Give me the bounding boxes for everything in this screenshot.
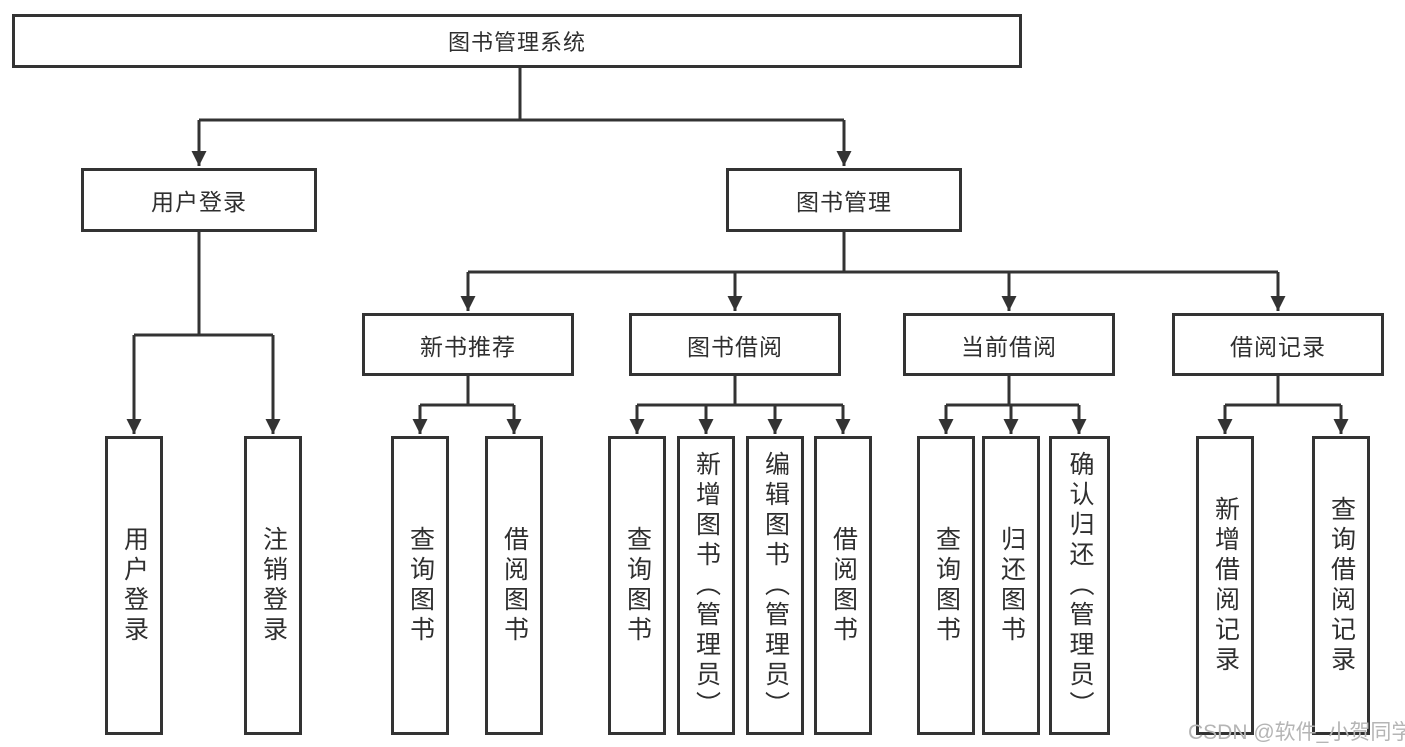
node-library-system: 图书管理系统 <box>12 14 1022 68</box>
node-book-management: 图书管理 <box>726 168 962 232</box>
leaf-user-login: 用户登录 <box>105 436 163 735</box>
leaf-label: 确认归还（管理员） <box>1066 450 1094 721</box>
leaf-label: 归还图书 <box>997 525 1026 646</box>
leaf-return-books: 归还图书 <box>982 436 1040 735</box>
leaf-query-books-current: 查询图书 <box>917 436 975 735</box>
leaf-label: 查询借阅记录 <box>1327 495 1356 676</box>
leaf-query-books-borrowing: 查询图书 <box>608 436 666 735</box>
leaf-label: 查询图书 <box>406 525 435 646</box>
leaf-edit-books-admin: 编辑图书（管理员） <box>746 436 804 735</box>
node-user-login: 用户登录 <box>81 168 317 232</box>
leaf-borrow-books: 借阅图书 <box>814 436 872 735</box>
node-current-borrowing: 当前借阅 <box>903 313 1115 376</box>
leaf-confirm-return-admin: 确认归还（管理员） <box>1049 436 1110 735</box>
leaf-label: 新增图书（管理员） <box>692 450 721 721</box>
leaf-label: 编辑图书（管理员） <box>761 450 790 721</box>
leaf-label: 注销登录 <box>259 525 288 646</box>
leaf-label: 查询图书 <box>623 525 652 646</box>
node-new-book-recommend: 新书推荐 <box>362 313 574 376</box>
leaf-query-books-recommend: 查询图书 <box>391 436 449 735</box>
leaf-label: 借阅图书 <box>500 525 529 646</box>
leaf-label: 借阅图书 <box>829 525 858 646</box>
leaf-label: 查询图书 <box>932 525 961 646</box>
leaf-label: 新增借阅记录 <box>1211 495 1240 676</box>
node-borrowing-records: 借阅记录 <box>1172 313 1384 376</box>
leaf-label: 用户登录 <box>120 525 149 646</box>
leaf-logout: 注销登录 <box>244 436 302 735</box>
leaf-borrow-books-recommend: 借阅图书 <box>485 436 543 735</box>
leaf-add-books-admin: 新增图书（管理员） <box>677 436 735 735</box>
leaf-add-borrow-record: 新增借阅记录 <box>1196 436 1254 735</box>
node-book-borrowing: 图书借阅 <box>629 313 841 376</box>
csdn-watermark: CSDN @软件_小贺同学 <box>1188 721 1405 744</box>
leaf-query-borrow-record: 查询借阅记录 <box>1312 436 1370 735</box>
